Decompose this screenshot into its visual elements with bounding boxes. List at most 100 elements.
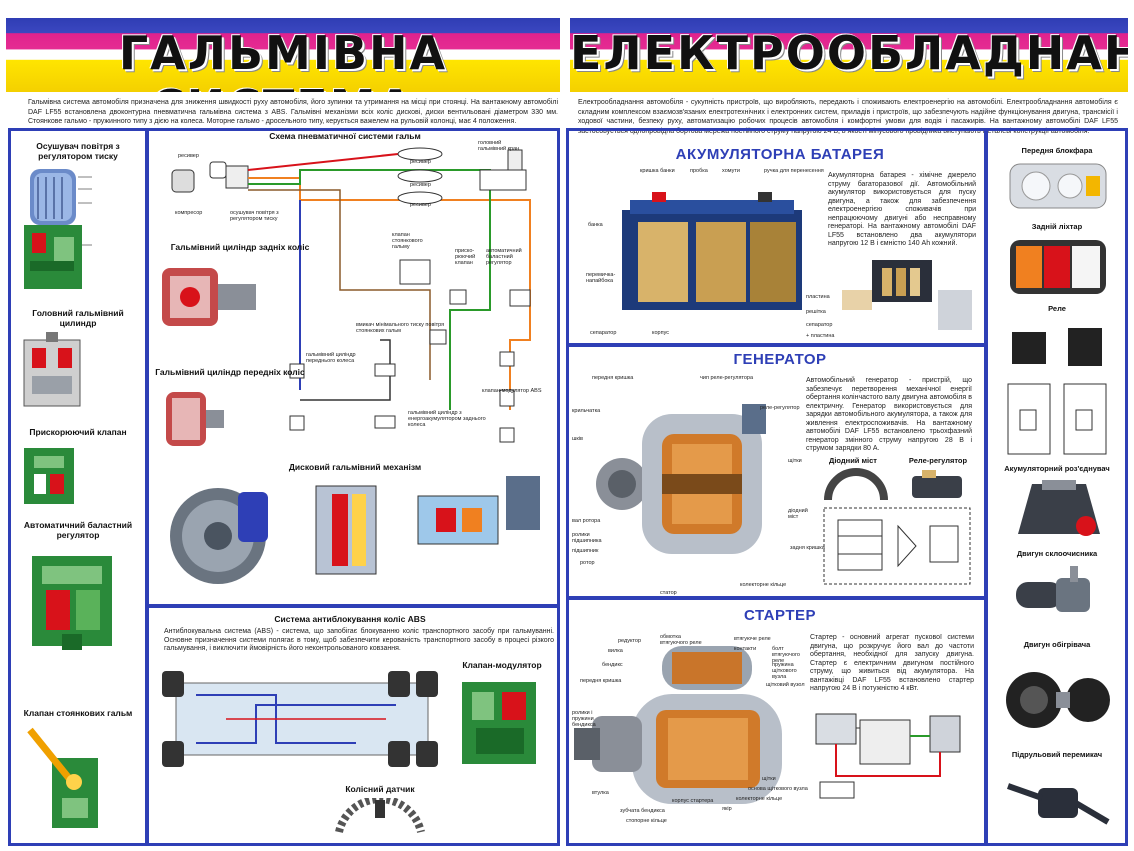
main-crane-label: головний гальмівний кран (478, 140, 520, 152)
battery-label: сепаратор (590, 330, 617, 336)
abs-title: Система антиблокування коліс ABS (274, 614, 426, 624)
abs-valve-label: клапан-модулятор ABS (482, 388, 542, 394)
front-wheel-cylinder-label: гальмівний циліндр переднього колеса (306, 352, 356, 364)
diode-regulator-photos (822, 468, 972, 504)
accel-valve-label: приско-рюючий клапан (455, 248, 476, 266)
starter-label: болт втягуючого реле (772, 646, 800, 664)
battery-divider (568, 343, 984, 347)
ballast-regulator-drawing (22, 550, 132, 660)
generator-label: шків (572, 436, 583, 442)
starter-label: редуктор (618, 638, 641, 644)
starter-label: основа щіткового вузла (748, 786, 808, 792)
starter-label: втулка (592, 790, 609, 796)
battery-label: хомути (722, 168, 740, 174)
battery-label: сепаратор (806, 322, 833, 328)
generator-label: статор (660, 590, 677, 596)
dryer-title: Осушувач повітря з регулятором тиску (36, 141, 120, 161)
pneumatic-scheme-title: Схема пневматичної системи гальм (269, 131, 421, 141)
parking-valve-drawing (22, 722, 132, 840)
electrics-banner-title: ЕЛЕКТРООБЛАДНАННЯ (570, 26, 1128, 80)
wiper-motor-photo (1010, 562, 1108, 624)
generator-title: ГЕНЕРАТОР (733, 351, 827, 368)
diode-bridge-title: Діодний міст (829, 456, 877, 465)
taillamp-photo (1006, 236, 1110, 298)
battery-label: + пластина (806, 333, 835, 339)
headlamp-title: Передня блокфара (1021, 146, 1093, 155)
abs-chassis-drawing (156, 665, 448, 773)
starter-label: втягуюче реле (734, 636, 771, 642)
column-switch-photo (1002, 766, 1114, 838)
generator-label: вал ротора (572, 518, 601, 524)
wiper-motor-title: Двигун склоочисника (1016, 549, 1098, 558)
generator-divider (568, 596, 984, 600)
receiver-label: ресивер (410, 159, 431, 165)
column-switch-title: Підрульовий перемикач (1011, 750, 1103, 759)
parking-crane-label: клапан стоянкового гальму (392, 232, 423, 250)
receiver-label: ресивер (410, 202, 431, 208)
battery-label: кришка банки (640, 168, 675, 174)
abs-text: Антиблокувальна система (ABS) - система,… (164, 628, 554, 652)
starter-label: бендикс (602, 662, 623, 668)
generator-label: колекторне кільце (740, 582, 787, 588)
receiver-label: ресивер (410, 182, 431, 188)
dryer-drawing (16, 163, 136, 303)
brakes-banner-title: ГАЛЬМІВНА СИСТЕМА (118, 26, 448, 92)
headlamp-photo (1006, 158, 1110, 214)
electrics-banner: ЕЛЕКТРООБЛАДНАННЯ (570, 18, 1128, 92)
electrics-intro: Електрообладнання автомобіля - сукупніст… (578, 99, 1118, 135)
generator-label: крильчатка (572, 408, 601, 414)
starter-label: обмотка втягуючого реле (660, 634, 702, 646)
starter-label: ролики і пружини бендикса (572, 710, 596, 728)
pressure-switch-label: вмикач мінімального тиску повітря стоянк… (356, 322, 445, 334)
starter-title: СТАРТЕР (744, 607, 816, 624)
banner-stripes (6, 18, 560, 92)
generator-label: задня кришка (790, 545, 825, 551)
generator-label: діодний міст (788, 508, 808, 520)
starter-label: колекторне кільце (736, 796, 783, 802)
abs-valve-title: Клапан-модулятор (462, 660, 542, 670)
generator-label: ротор (580, 560, 595, 566)
brakes-intro: Гальмівна система автомобіля призначена … (28, 99, 558, 125)
ballast-regulator-title: Автоматичний баластний регулятор (23, 520, 133, 540)
generator-label: ролики підшипника (572, 532, 602, 544)
compressor-label: компресор (175, 210, 203, 216)
starter-label: щітковий вузол (766, 682, 805, 688)
parts-divider (984, 130, 988, 844)
starter-drawing (572, 632, 797, 840)
generator-circuit (822, 506, 972, 586)
voltage-regulator-title: Реле-регулятор (908, 456, 968, 465)
wheel-sensor-title: Колісний датчик (345, 784, 415, 794)
battery-label: пробка (690, 168, 708, 174)
heater-motor-title: Двигун обігрівача (1023, 640, 1091, 649)
starter-label: вилка (608, 648, 623, 654)
battery-label: корпус (652, 330, 670, 336)
heater-motor-photo (1002, 656, 1114, 742)
rear-cylinder-acc-label: гальмівний циліндр з енергоакумулятором … (408, 410, 486, 428)
master-cylinder-drawing (18, 326, 138, 416)
dryer-reg-label: осушувач повітря з регулятором тиску (230, 210, 279, 222)
abs-valve-drawing (456, 674, 546, 772)
generator-label: щітки (788, 458, 802, 464)
wheel-sensor-drawing (335, 798, 425, 838)
banner-stripes (570, 18, 1128, 92)
front-cylinder-drawing (158, 384, 228, 454)
disc-brake-title: Дисковий гальмівний механізм (288, 462, 422, 472)
generator-label: передня кришка (592, 375, 634, 381)
taillamp-title: Задній ліхтар (1031, 222, 1083, 231)
front-cylinder-title: Гальмівний циліндр передніх коліс (155, 367, 305, 377)
starter-label: корпус стартера (672, 798, 714, 804)
accel-valve-drawing (18, 440, 138, 510)
battery-label: пластина (806, 294, 830, 300)
battery-label: перемичка-напайбока (586, 272, 616, 284)
auto-regulator-label: автоматичний баластний регулятор (486, 248, 522, 266)
rear-cylinder-drawing (158, 258, 263, 338)
brakes-frame (8, 128, 560, 846)
electrics-frame (566, 128, 1128, 846)
brakes-banner: ГАЛЬМІВНА СИСТЕМА (6, 18, 560, 92)
starter-label: щітки (762, 776, 776, 782)
battery-text: Акумуляторна батарея - хімічне джерело с… (828, 172, 976, 247)
battery-switch-photo (1012, 478, 1106, 540)
generator-text: Автомобільний генератор - пристрій, що з… (806, 377, 972, 452)
starter-text: Стартер - основний агрегат пускової сист… (810, 634, 974, 692)
starter-label: якір (722, 806, 732, 812)
